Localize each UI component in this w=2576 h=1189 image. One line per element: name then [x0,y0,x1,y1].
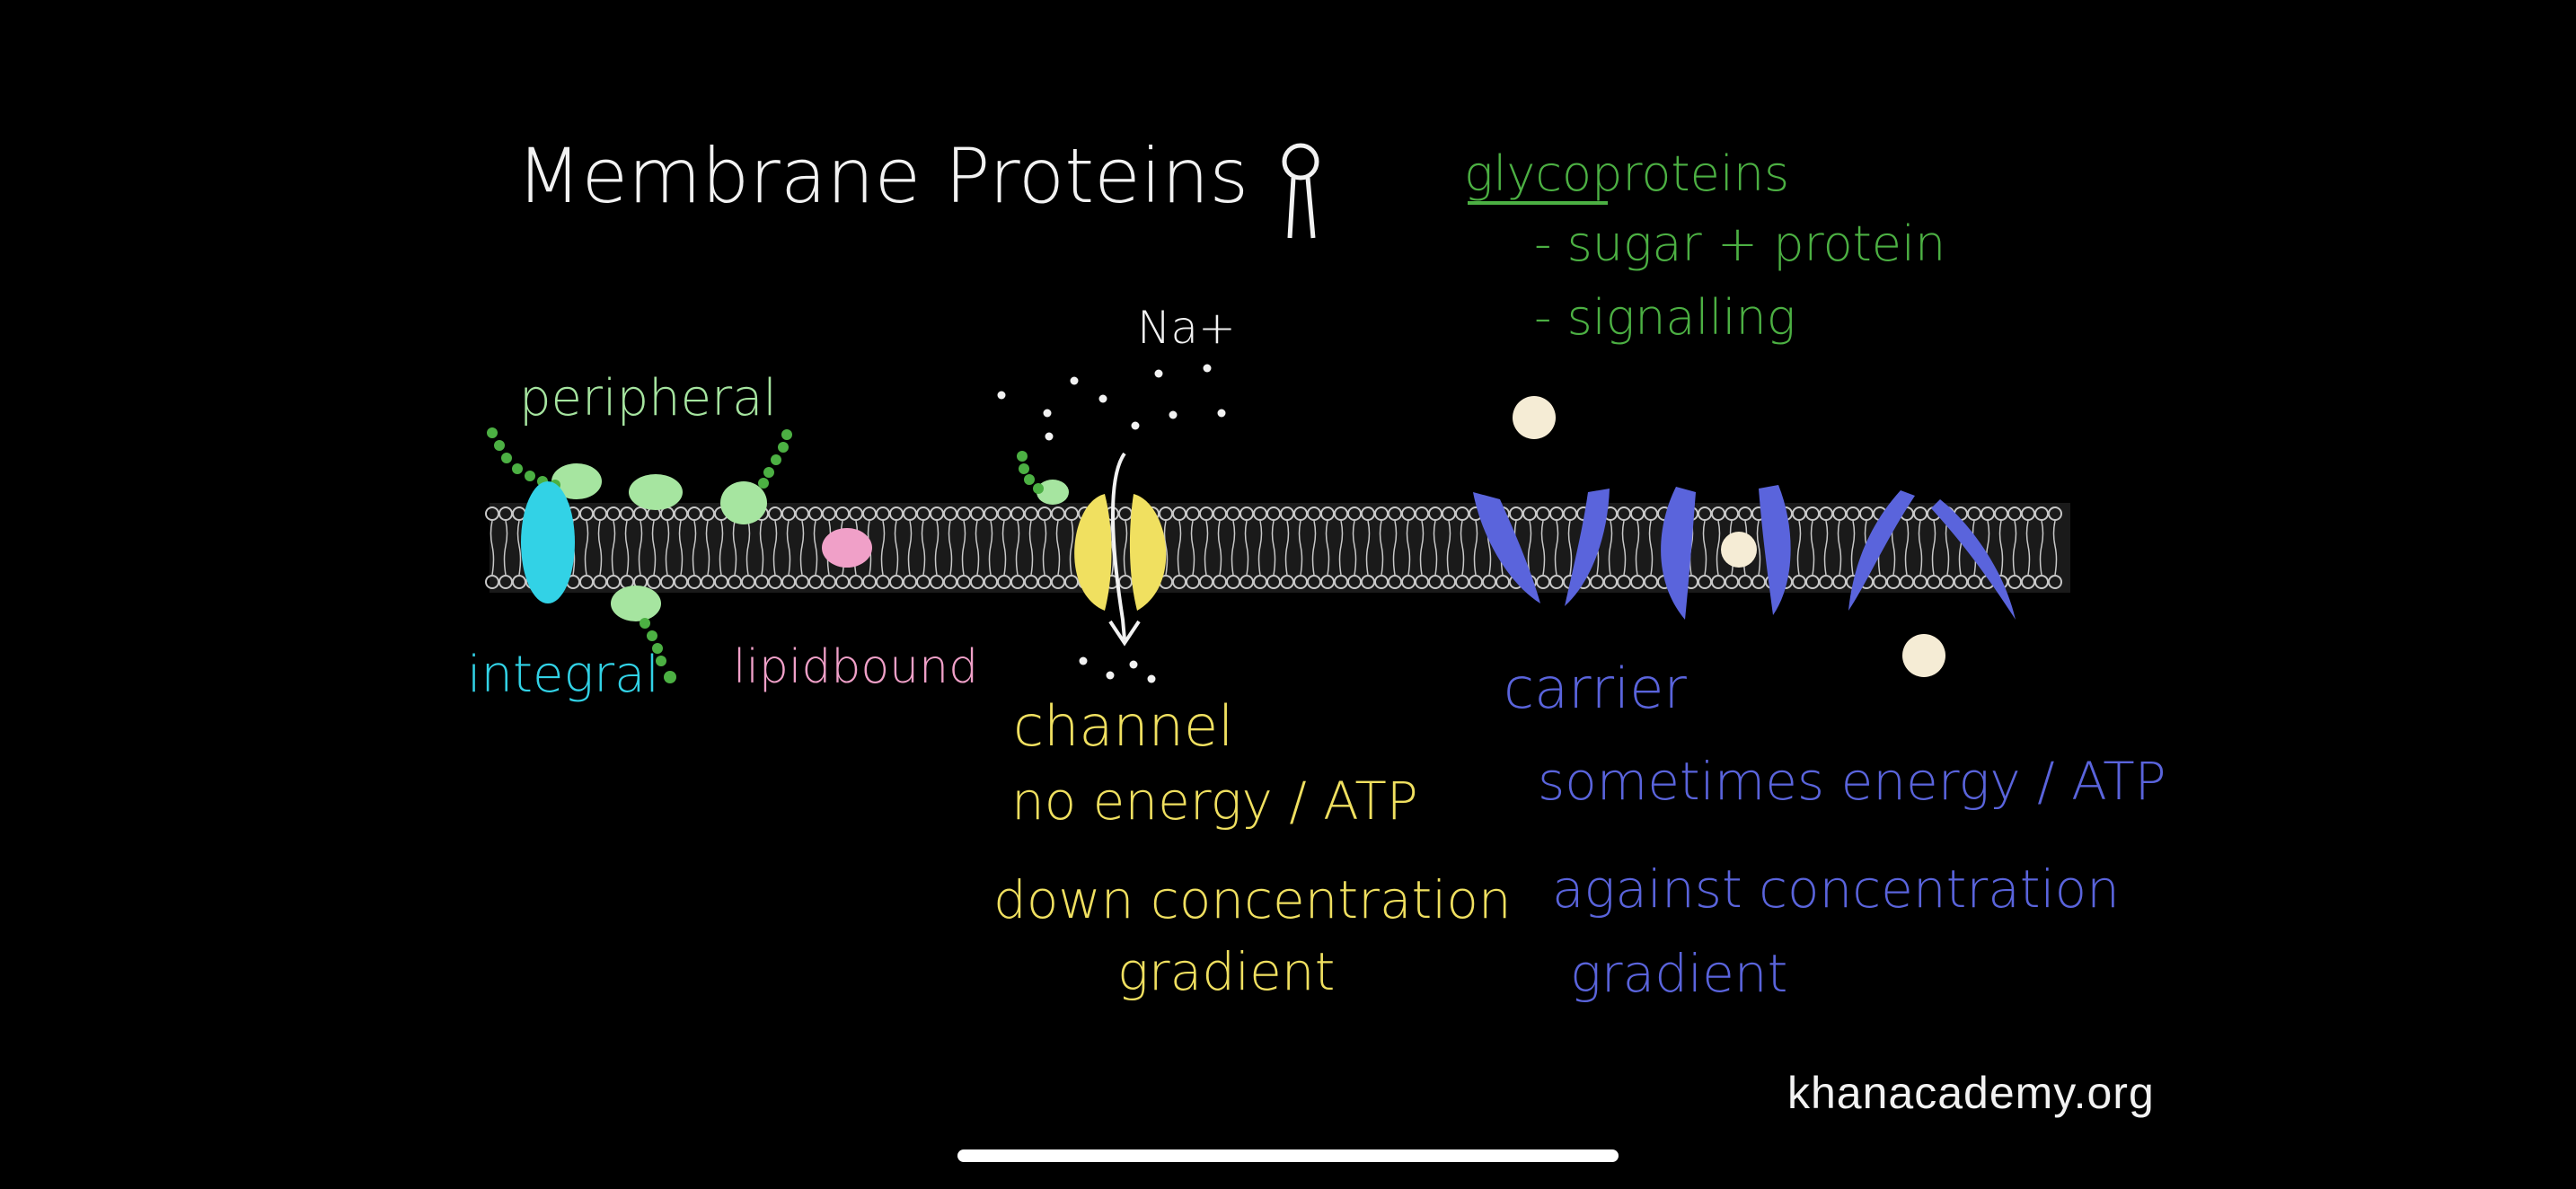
carrier-proteins [1473,485,2016,620]
peripheral-protein [551,463,602,499]
peripheral-protein [611,586,661,621]
sodium-ions [997,364,1226,683]
integral-protein [521,481,575,603]
peripheral-protein [1037,480,1069,505]
lipid-bound-label: lipidbound [733,640,978,694]
channel-gradient-label-2: gradient [1117,941,1335,1002]
glycoproteins-label: glycoproteins [1464,145,1789,202]
carrier-gradient-label-2: gradient [1570,943,1787,1004]
carrier-energy-label: sometimes energy / ATP [1538,751,2166,812]
carrier-gradient-label: against concentration [1552,859,2120,920]
sugar-protein-label: - sugar + protein [1534,216,1945,272]
down-arrow-icon [1111,452,1126,640]
integral-label: integral [467,646,659,704]
channel-energy-label: no energy / ATP [1011,771,1418,832]
lipid-bound-protein [822,528,872,568]
channel-gradient-label: down concentration [993,869,1512,930]
peripheral-protein [720,481,767,524]
peripheral-protein [629,474,683,510]
carried-molecules [1513,396,1945,677]
signalling-label: - signalling [1534,289,1795,346]
channel-label: channel [1013,693,1233,759]
bilayer-tails [490,520,2058,576]
khan-academy-watermark: khanacademy.org [1787,1068,2155,1118]
home-indicator[interactable] [957,1149,1619,1162]
sodium-label: Na+ [1137,302,1236,354]
page-title: Membrane Proteins [516,132,1248,220]
carrier-label: carrier [1504,656,1687,721]
channel-protein [1074,452,1167,647]
peripheral-proteins [551,463,1069,621]
lipid-bilayer [485,503,2070,593]
peripheral-label: peripheral [519,369,777,427]
phospholipid-icon [1282,143,1319,239]
